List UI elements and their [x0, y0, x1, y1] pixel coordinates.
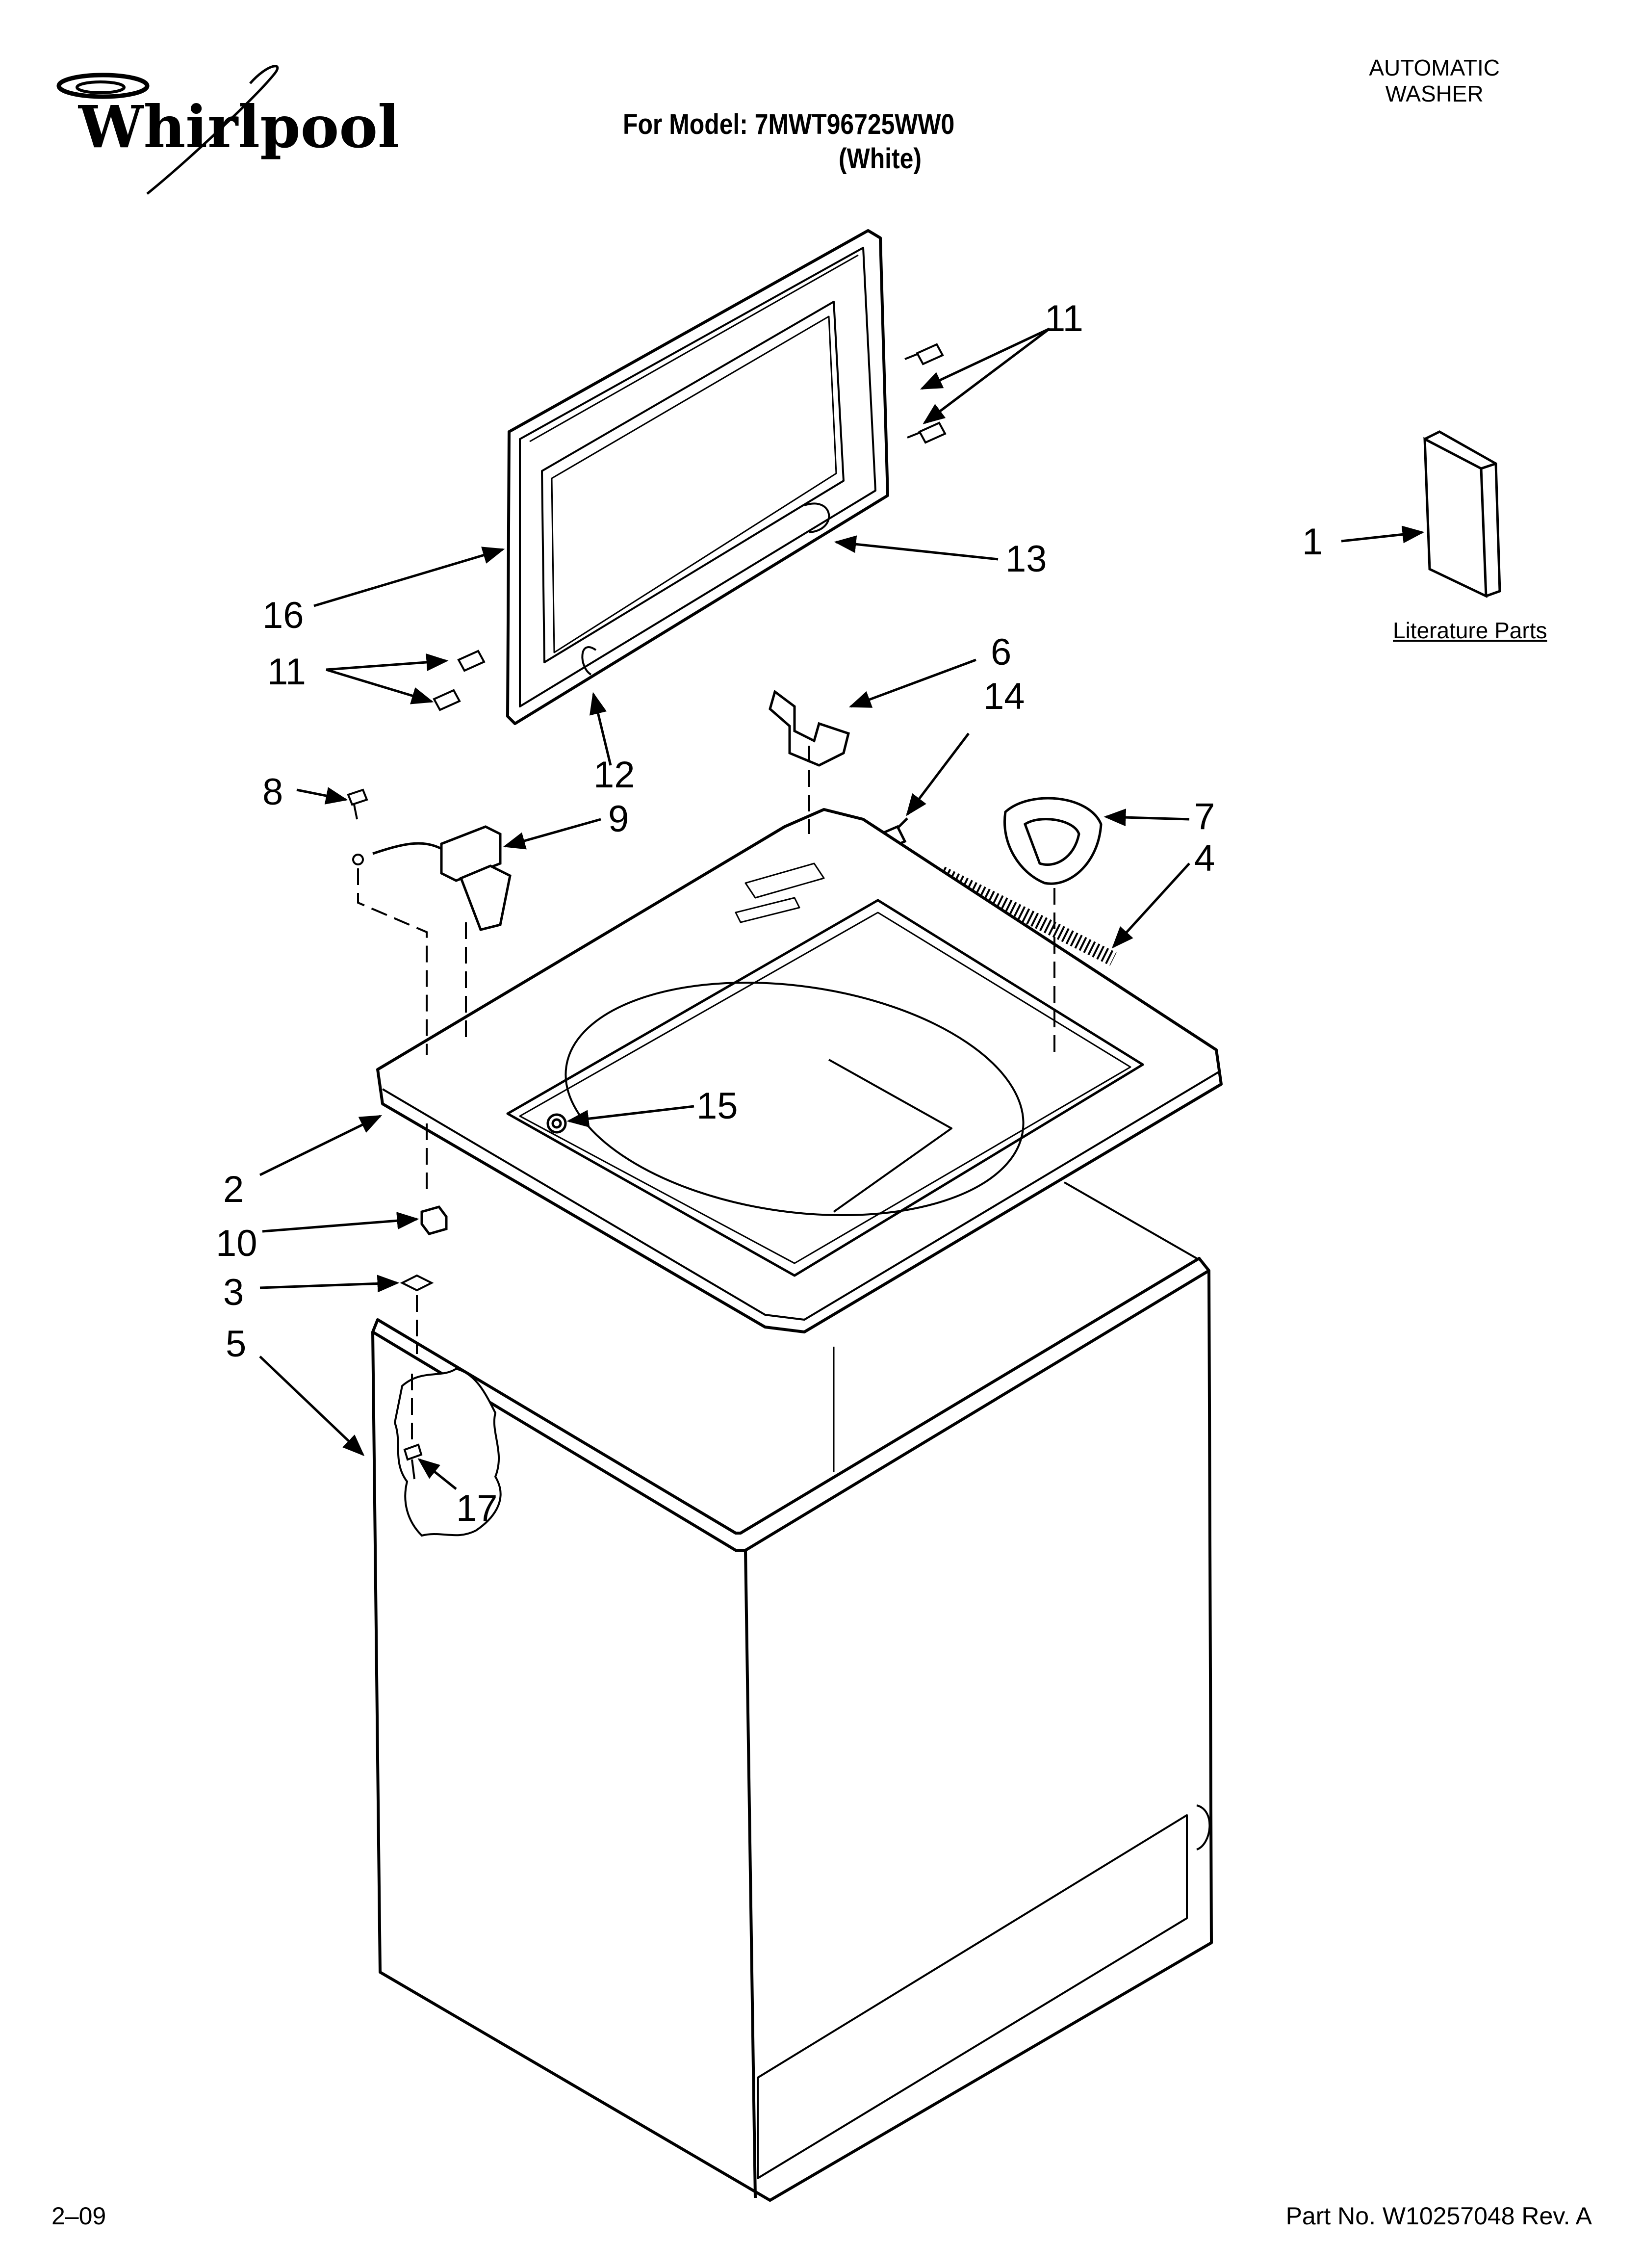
part-hinge-screws-upper	[904, 343, 947, 444]
callout-9: 9	[608, 798, 629, 840]
model-color: (White)	[839, 143, 922, 175]
whirlpool-logo: Whirlpool	[56, 65, 400, 195]
callout-6: 6	[991, 631, 1011, 673]
callout-2: 2	[223, 1169, 244, 1210]
leader-arrows	[259, 327, 1425, 1490]
part-bleach-dispenser	[1003, 797, 1103, 885]
appliance-type-line2: WASHER	[1385, 80, 1484, 106]
part-nut	[420, 1205, 448, 1235]
part-literature-booklet	[1423, 430, 1501, 599]
callout-5: 5	[226, 1323, 246, 1365]
callout-14: 14	[983, 676, 1025, 717]
callout-8: 8	[262, 771, 283, 813]
part-clip-nut	[400, 1274, 434, 1292]
part-switch-screw	[347, 788, 368, 865]
callout-17: 17	[456, 1487, 498, 1529]
callout-10: 10	[216, 1223, 257, 1264]
revision-date: 2–09	[51, 2202, 106, 2230]
callout-16: 16	[262, 595, 304, 636]
part-lid-stop-bracket	[769, 689, 850, 767]
logo-wordmark: Whirlpool	[77, 93, 400, 161]
cutaway-detail	[393, 1367, 502, 1537]
callout-13: 13	[1005, 538, 1047, 580]
part-number: Part No. W10257048 Rev. A	[1285, 2202, 1592, 2230]
part-cabinet	[371, 1181, 1213, 2202]
callout-4: 4	[1194, 837, 1215, 879]
part-grommet	[546, 1113, 567, 1134]
part-top-panel	[376, 808, 1223, 1333]
assembly-guide-lines	[357, 746, 1055, 1442]
callout-7: 7	[1194, 796, 1215, 837]
model-number: For Model: 7MWT96725WW0	[623, 108, 955, 140]
callout-1: 1	[1302, 521, 1323, 563]
part-lid	[506, 229, 889, 725]
part-hinge-screws-lower	[433, 650, 486, 711]
callout-15: 15	[696, 1085, 738, 1127]
literature-parts-caption: Literature Parts	[1393, 618, 1547, 643]
callout-12: 12	[593, 754, 635, 796]
appliance-type: AUTOMATIC WASHER	[1369, 55, 1500, 107]
appliance-type-line1: AUTOMATIC	[1369, 55, 1500, 80]
part-lid-switch	[372, 825, 512, 931]
callout-3: 3	[223, 1272, 244, 1313]
callout-11-lower: 11	[267, 651, 306, 693]
callout-11-upper: 11	[1045, 298, 1083, 339]
